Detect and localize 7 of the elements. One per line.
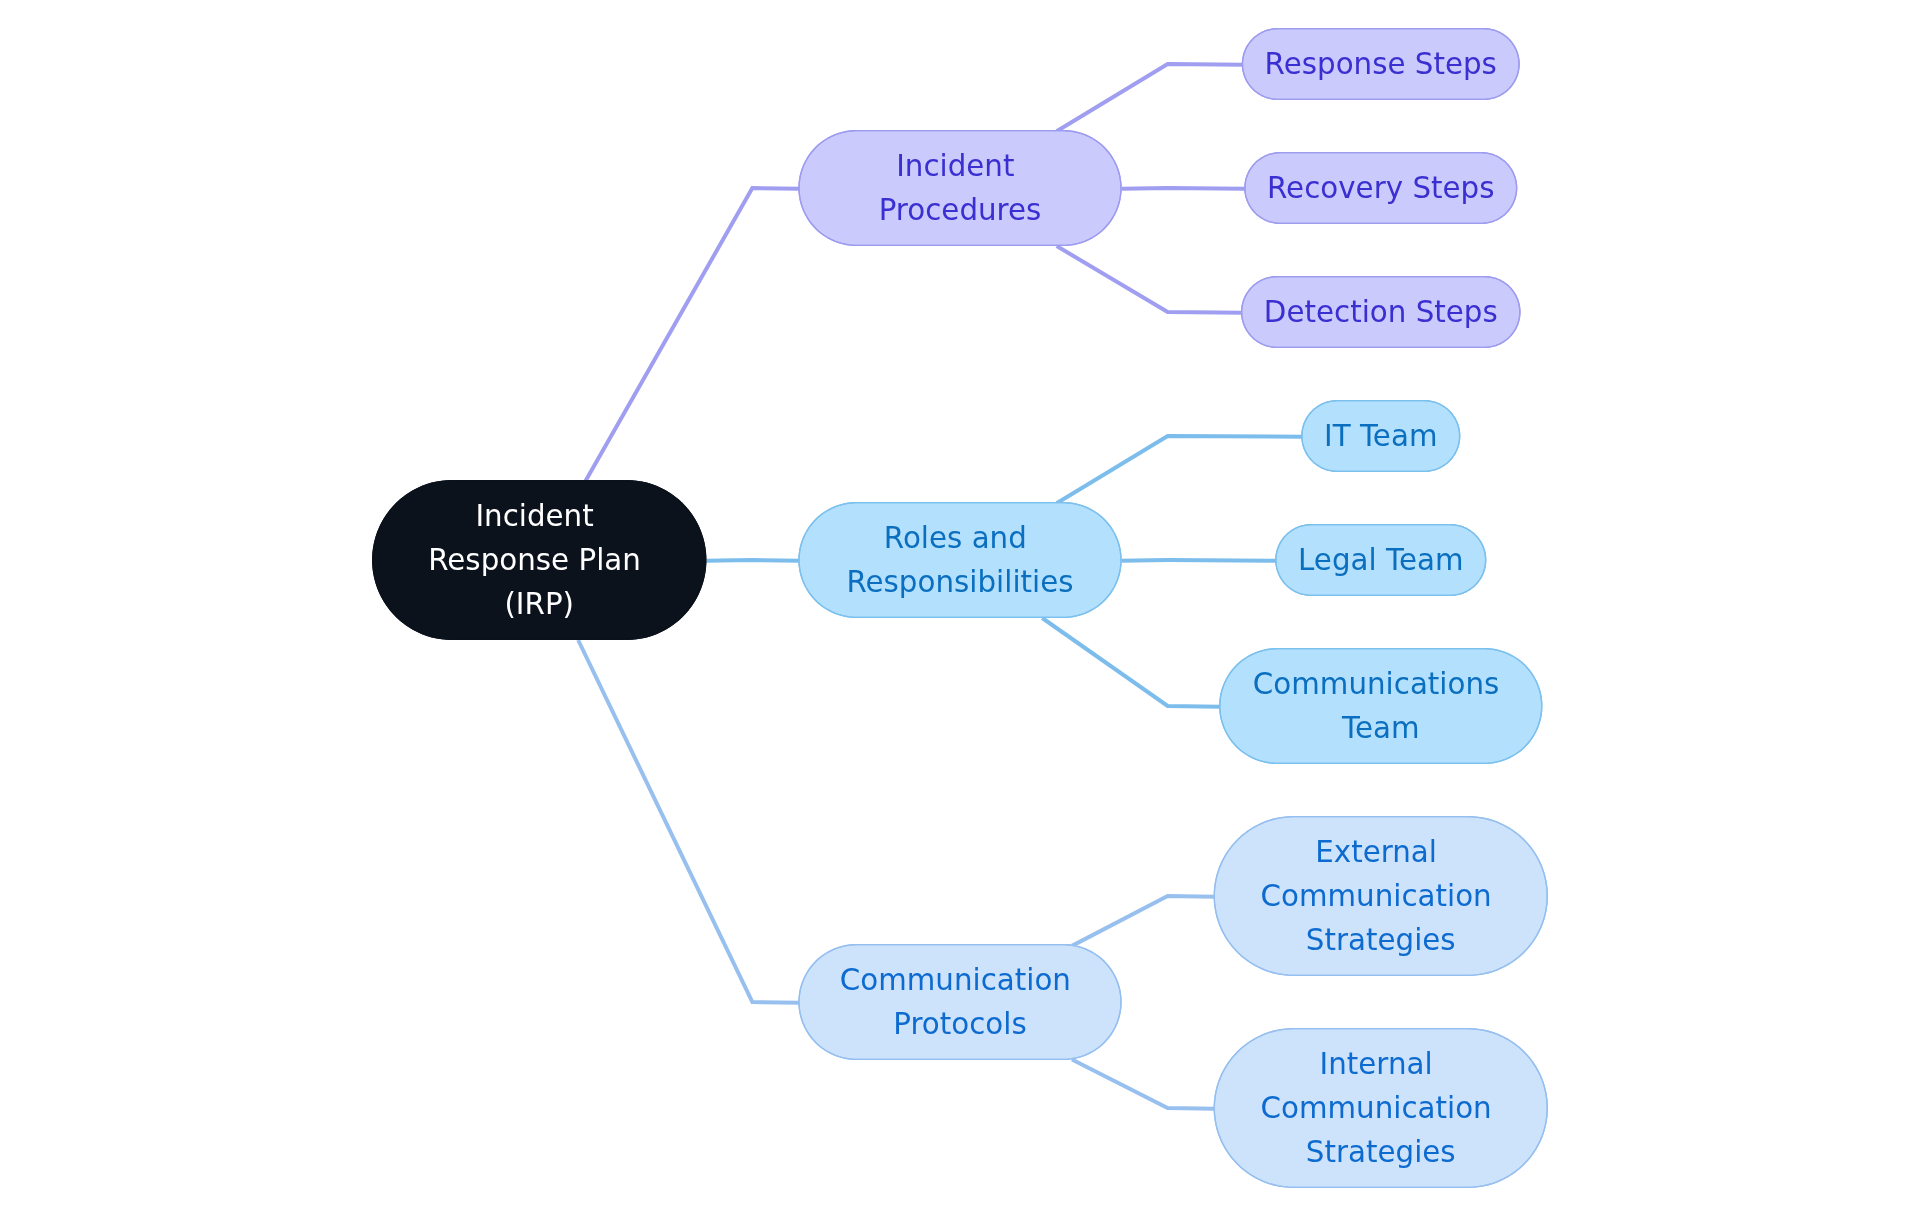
connector bbox=[576, 638, 800, 1005]
connector bbox=[1055, 243, 1243, 315]
connector bbox=[1071, 1057, 1215, 1111]
connector bbox=[1121, 185, 1246, 191]
connector bbox=[706, 557, 800, 563]
connector bbox=[583, 185, 800, 482]
connector bbox=[1071, 893, 1215, 948]
